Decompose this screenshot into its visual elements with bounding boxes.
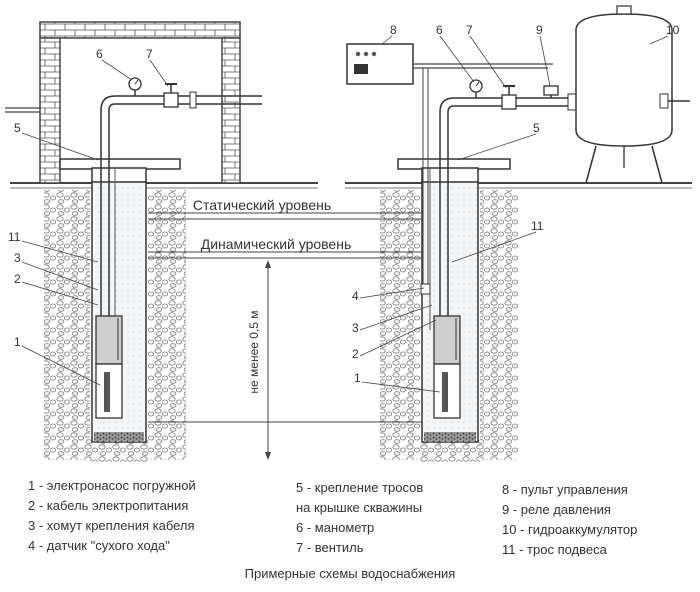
ground-left — [10, 182, 318, 189]
callout-right-8: 8 — [390, 23, 397, 37]
dynamic-level-lines — [148, 251, 422, 259]
dynamic-level-label: Динамический уровень — [201, 236, 352, 252]
min-depth-arrow — [265, 260, 271, 460]
hydro-accumulator — [575, 5, 690, 184]
left-valve-icon — [163, 83, 179, 108]
legend-column-2: 5 - крепление тросов на крышке скважины … — [296, 478, 423, 558]
callout-left-7: 7 — [146, 47, 153, 61]
legend-item: 1 - электронасос погружной — [28, 478, 196, 493]
legend-column-3: 8 - пульт управления 9 - реле давления 1… — [502, 480, 637, 560]
legend-item: 6 - манометр — [296, 520, 375, 535]
ground-right — [345, 182, 692, 189]
callout-right-10: 10 — [666, 23, 680, 37]
callout-right-7: 7 — [466, 23, 473, 37]
callout-right-1: 1 — [354, 371, 361, 385]
control-panel — [346, 43, 553, 85]
legend-item: 5 - крепление тросов — [296, 480, 424, 495]
callout-right-5: 5 — [533, 121, 540, 135]
callout-right-11: 11 — [531, 219, 544, 233]
water-supply-diagram: Статический уровень Динамический уровень… — [5, 5, 692, 462]
legend-item: на крышке скважины — [296, 500, 423, 515]
callout-right-9: 9 — [536, 23, 543, 37]
left-brick-house — [39, 21, 241, 184]
left-pump — [95, 315, 123, 419]
legend-column-1: 1 - электронасос погружной 2 - кабель эл… — [28, 476, 196, 556]
legend-item: 9 - реле давления — [502, 502, 611, 517]
left-manometer-icon — [128, 77, 142, 96]
min-depth-label: не менее 0,5 м — [247, 310, 261, 393]
callout-left-1: 1 — [14, 335, 21, 349]
left-pipe-fitting — [189, 91, 197, 109]
right-gravel — [380, 190, 518, 462]
callout-left-11: 11 — [8, 230, 21, 244]
right-pipe — [429, 97, 575, 330]
right-dry-run-sensor — [420, 68, 431, 295]
callout-left-2: 2 — [14, 272, 21, 286]
callout-left-3: 3 — [14, 251, 21, 265]
legend-item: 8 - пульт управления — [502, 482, 628, 497]
legend-item: 7 - вентиль — [296, 540, 364, 555]
callout-right-6: 6 — [436, 23, 443, 37]
legend-item: 3 - хомут крепления кабеля — [28, 518, 195, 533]
left-pipe — [5, 95, 262, 330]
legend-item: 2 - кабель электропитания — [28, 498, 189, 513]
right-pump — [433, 315, 461, 419]
right-manometer-icon — [469, 79, 483, 98]
right-pipe-fitting — [567, 93, 577, 111]
legend-item: 11 - трос подвеса — [502, 542, 607, 557]
left-gravel — [44, 190, 186, 462]
right-valve-icon — [501, 85, 517, 110]
legend-item: 10 - гидроаккумулятор — [502, 522, 638, 537]
callout-right-2: 2 — [352, 347, 359, 361]
callout-right-3: 3 — [352, 321, 359, 335]
callout-leaders — [21, 35, 669, 393]
diagram-caption: Примерные схемы водоснабжения — [244, 566, 456, 581]
pressure-relay-icon — [543, 85, 559, 98]
static-level-lines — [148, 212, 422, 220]
legend-item: 4 - датчик "сухого хода" — [28, 538, 170, 553]
callout-right-4: 4 — [352, 289, 359, 303]
static-level-label: Статический уровень — [193, 197, 331, 213]
callout-left-5: 5 — [14, 121, 21, 135]
callout-left-6: 6 — [96, 47, 103, 61]
